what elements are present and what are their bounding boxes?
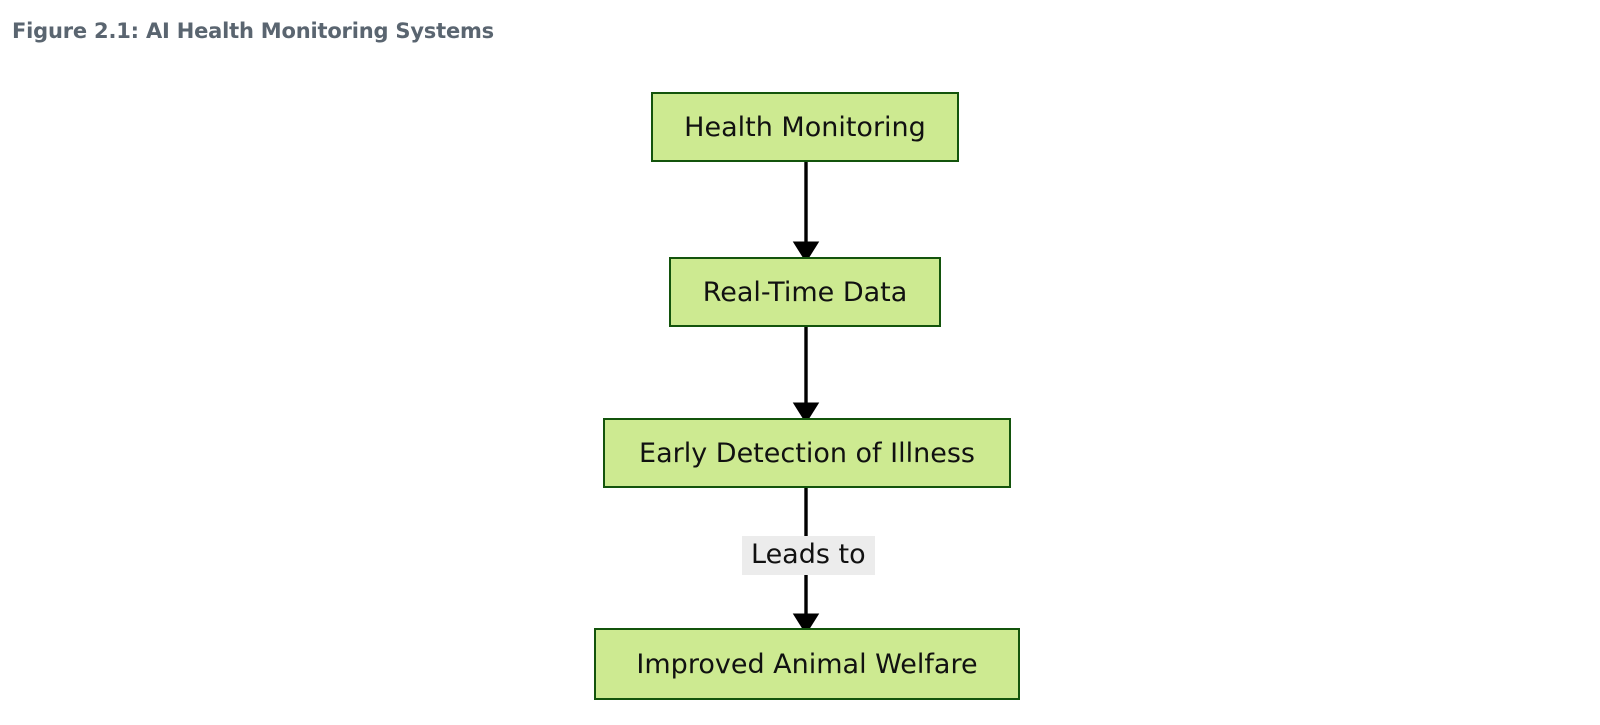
page-title: Figure 2.1: AI Health Monitoring Systems — [12, 19, 494, 43]
flow-node-label: Real-Time Data — [702, 276, 908, 308]
flow-node-real-time-data[interactable]: Real-Time Data — [669, 257, 941, 327]
flow-node-label: Health Monitoring — [684, 111, 926, 143]
flow-node-label: Improved Animal Welfare — [636, 648, 978, 680]
flow-node-early-detection[interactable]: Early Detection of Illness — [603, 418, 1011, 488]
flow-node-improved-animal-welfare[interactable]: Improved Animal Welfare — [594, 628, 1020, 700]
flow-node-label: Early Detection of Illness — [639, 437, 975, 469]
flow-node-health-monitoring[interactable]: Health Monitoring — [651, 92, 959, 162]
edge-label-leads-to: Leads to — [742, 536, 875, 575]
